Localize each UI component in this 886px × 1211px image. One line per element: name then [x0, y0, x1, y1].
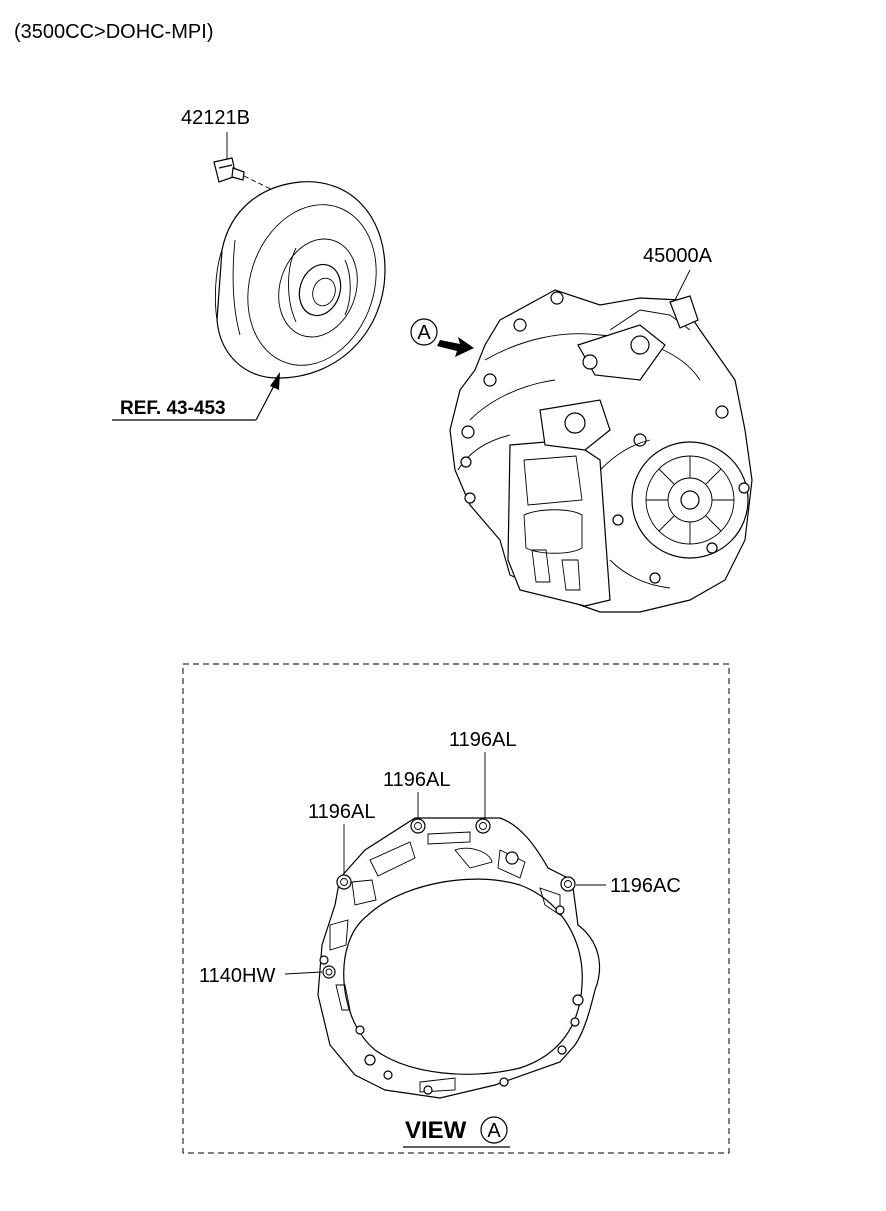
view-direction-arrow-icon — [437, 337, 474, 357]
label-1196AL-top-mid: 1196AL — [383, 769, 450, 791]
view-a-frame — [182, 663, 730, 1154]
torque-converter — [214, 181, 386, 379]
view-title-marker: A — [487, 1120, 501, 1142]
view-a-labels: 1196AL 1196AL 1196AL 1196AC 1140HW — [199, 729, 681, 987]
label-1196AL-left: 1196AL — [308, 801, 375, 823]
view-title-text: VIEW — [405, 1117, 467, 1144]
label-1196AL-top-right: 1196AL — [449, 729, 516, 751]
bolt-part-number: 42121B — [181, 107, 250, 129]
bolt-42121B: 42121B — [181, 107, 286, 197]
callout-marker-letter: A — [417, 322, 431, 344]
ref-label-group: REF. 43-453 — [112, 372, 280, 421]
bell-housing-gasket — [317, 817, 601, 1099]
view-a-title: VIEW A — [403, 1116, 510, 1148]
label-1196AC-right: 1196AC — [610, 875, 681, 897]
view-a-callout: A — [410, 318, 474, 357]
transaxle-assembly-45000A: 45000A — [449, 245, 753, 613]
ref-torque-converter-label: REF. 43-453 — [120, 398, 226, 419]
label-1140HW-left: 1140HW — [199, 965, 275, 987]
transaxle-part-number: 45000A — [643, 245, 713, 267]
engine-spec-label: (3500CC>DOHC-MPI) — [14, 21, 213, 43]
